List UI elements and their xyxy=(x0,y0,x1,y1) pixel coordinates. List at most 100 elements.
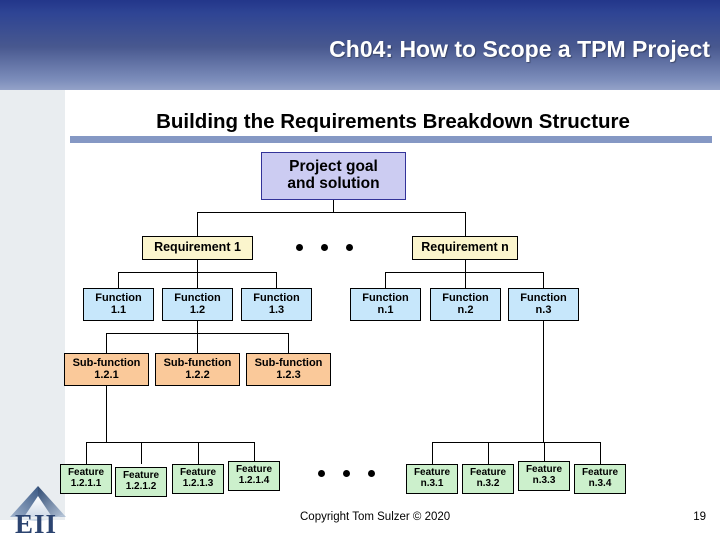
node-subfunction-1-2-3-line2: 1.2.3 xyxy=(276,368,301,381)
node-function-n-3-line1: Function xyxy=(520,291,567,304)
node-feature-1-2-1-2-line1: Feature xyxy=(122,470,160,482)
node-project-goal-line2: and solution xyxy=(287,175,380,192)
node-subfunction-1-2-1-line2: 1.2.1 xyxy=(94,368,119,381)
connector-f12-to-sf123 xyxy=(288,333,289,353)
connector-f12-stem xyxy=(197,321,198,333)
ellipsis-dot xyxy=(346,244,353,251)
node-feature-1-2-1-4[interactable]: Feature 1.2.1.4 xyxy=(228,461,280,491)
node-function-1-3-line2: 1.3 xyxy=(268,303,285,316)
node-subfunction-1-2-3-line1: Sub-function xyxy=(254,356,323,369)
node-function-n-2-line2: n.2 xyxy=(457,303,474,316)
connector-req1-to-f12 xyxy=(197,272,198,288)
accent-divider xyxy=(70,136,712,143)
node-feature-n-3-2-line1: Feature xyxy=(469,467,507,479)
connector-fn3-to-featn1 xyxy=(432,442,433,464)
pyramid-icon xyxy=(8,486,68,522)
node-requirement-n-label: Requirement n xyxy=(421,240,509,255)
page-number: 19 xyxy=(693,511,706,523)
node-function-n-1[interactable]: Function n.1 xyxy=(350,288,421,321)
node-feature-n-3-1-line2: n.3.1 xyxy=(420,478,444,489)
connector-req1-to-f11 xyxy=(118,272,119,288)
node-function-1-3[interactable]: Function 1.3 xyxy=(241,288,312,321)
connector-fn3-bus xyxy=(432,442,600,443)
ellipsis-dot xyxy=(321,244,328,251)
connector-sf121-to-feat3 xyxy=(198,442,199,464)
eii-logo: EII xyxy=(6,484,84,538)
ellipsis-dot xyxy=(343,470,350,477)
connector-sf121-stem xyxy=(106,386,107,442)
connector-fn3-to-featn3 xyxy=(544,442,545,464)
connector-goal-stem xyxy=(333,200,334,212)
connector-sf121-to-feat2 xyxy=(141,442,142,464)
node-function-1-1-line1: Function xyxy=(95,291,142,304)
node-subfunction-1-2-2-line2: 1.2.2 xyxy=(185,368,210,381)
connector-goal-bus xyxy=(197,212,465,213)
node-feature-n-3-4-line2: n.3.4 xyxy=(588,478,612,489)
connector-req1-stem xyxy=(197,260,198,272)
connector-reqn-to-fn2 xyxy=(465,272,466,288)
node-feature-n-3-1-line1: Feature xyxy=(413,467,451,479)
left-decorative-band xyxy=(0,90,65,520)
slide-header-band xyxy=(0,0,720,90)
ellipsis-requirements xyxy=(296,244,353,251)
node-function-1-1-line2: 1.1 xyxy=(110,303,127,316)
node-function-n-2[interactable]: Function n.2 xyxy=(430,288,501,321)
connector-req1-to-f13 xyxy=(276,272,277,288)
node-function-1-2-line2: 1.2 xyxy=(189,303,206,316)
node-feature-n-3-2-line2: n.3.2 xyxy=(476,478,500,489)
connector-sf121-to-feat4 xyxy=(254,442,255,464)
node-subfunction-1-2-2[interactable]: Sub-function 1.2.2 xyxy=(155,353,240,386)
node-feature-n-3-4[interactable]: Feature n.3.4 xyxy=(574,464,626,494)
connector-reqn-bus xyxy=(385,272,543,273)
slide-title: Ch04: How to Scope a TPM Project xyxy=(329,36,710,62)
node-function-n-2-line1: Function xyxy=(442,291,489,304)
connector-fn3-to-featn2 xyxy=(488,442,489,464)
node-feature-1-2-1-3-line2: 1.2.1.3 xyxy=(182,478,214,489)
node-feature-1-2-1-1-line1: Feature xyxy=(67,467,105,479)
connector-goal-to-reqn xyxy=(465,212,466,236)
node-function-n-3[interactable]: Function n.3 xyxy=(508,288,579,321)
connector-fn3-to-featn4 xyxy=(600,442,601,464)
node-function-1-2[interactable]: Function 1.2 xyxy=(162,288,233,321)
node-feature-n-3-1[interactable]: Feature n.3.1 xyxy=(406,464,458,494)
ellipsis-dot xyxy=(318,470,325,477)
connector-goal-to-req1 xyxy=(197,212,198,236)
node-subfunction-1-2-1[interactable]: Sub-function 1.2.1 xyxy=(64,353,149,386)
connector-reqn-stem xyxy=(465,260,466,272)
node-subfunction-1-2-3[interactable]: Sub-function 1.2.3 xyxy=(246,353,331,386)
connector-f12-to-sf121 xyxy=(106,333,107,353)
node-feature-1-2-1-3[interactable]: Feature 1.2.1.3 xyxy=(172,464,224,494)
connector-fn3-stem xyxy=(543,321,544,442)
node-feature-1-2-1-2-line2: 1.2.1.2 xyxy=(125,481,157,492)
node-feature-n-3-4-line1: Feature xyxy=(581,467,619,479)
node-feature-n-3-3[interactable]: Feature n.3.3 xyxy=(518,461,570,491)
connector-f12-to-sf122 xyxy=(197,333,198,353)
connector-sf121-bus xyxy=(86,442,254,443)
node-function-1-3-line1: Function xyxy=(253,291,300,304)
node-feature-n-3-2[interactable]: Feature n.3.2 xyxy=(462,464,514,494)
node-project-goal[interactable]: Project goal and solution xyxy=(261,152,406,200)
node-feature-1-2-1-3-line1: Feature xyxy=(179,467,217,479)
ellipsis-dot xyxy=(296,244,303,251)
node-subfunction-1-2-2-line1: Sub-function xyxy=(163,356,232,369)
ellipsis-dot xyxy=(368,470,375,477)
node-requirement-1-label: Requirement 1 xyxy=(154,240,241,255)
page-title: Building the Requirements Breakdown Stru… xyxy=(156,110,630,133)
node-feature-1-2-1-1[interactable]: Feature 1.2.1.1 xyxy=(60,464,112,494)
node-requirement-1[interactable]: Requirement 1 xyxy=(142,236,253,260)
eii-logo-text: EII xyxy=(15,509,58,539)
node-function-1-1[interactable]: Function 1.1 xyxy=(83,288,154,321)
node-feature-1-2-1-2[interactable]: Feature 1.2.1.2 xyxy=(115,467,167,497)
node-function-n-3-line2: n.3 xyxy=(535,303,552,316)
node-project-goal-line1: Project goal xyxy=(289,158,378,176)
node-feature-1-2-1-1-line2: 1.2.1.1 xyxy=(70,478,102,489)
node-feature-1-2-1-4-line2: 1.2.1.4 xyxy=(238,475,270,486)
connector-sf121-to-feat1 xyxy=(86,442,87,464)
connector-reqn-to-fn3 xyxy=(543,272,544,288)
node-function-1-2-line1: Function xyxy=(174,291,221,304)
node-requirement-n[interactable]: Requirement n xyxy=(412,236,518,260)
node-function-n-1-line1: Function xyxy=(362,291,409,304)
node-feature-1-2-1-4-line1: Feature xyxy=(235,464,273,476)
